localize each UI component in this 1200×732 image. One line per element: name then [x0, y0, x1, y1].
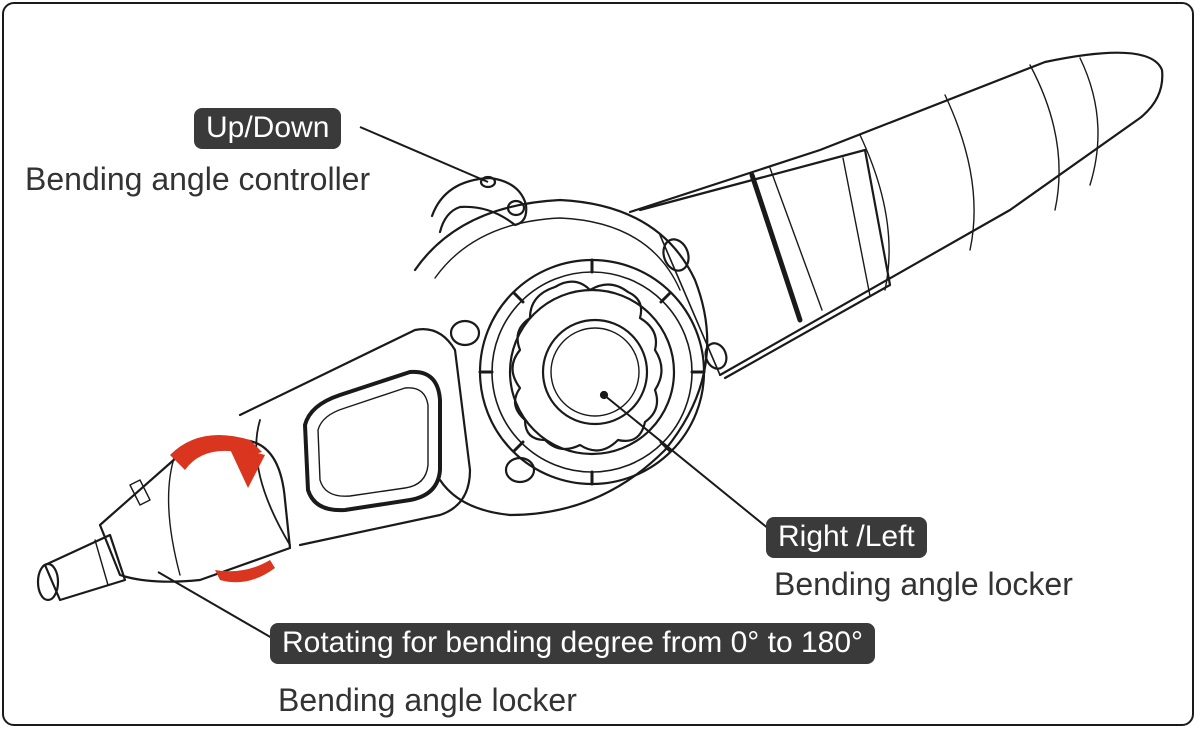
main-body — [413, 198, 709, 517]
rightleft-caption: Bending angle locker — [774, 566, 1073, 602]
sleeve — [638, 148, 892, 380]
rotating-caption: Bending angle locker — [278, 682, 577, 718]
rotation-arrow-icon — [170, 435, 275, 583]
grip-neck — [238, 328, 472, 547]
rotating-leader — [157, 571, 273, 639]
updown-knob — [430, 176, 528, 234]
updown-leader — [359, 126, 489, 183]
grip-window — [303, 369, 442, 513]
updown-caption: Bending angle controller — [25, 161, 371, 197]
updown-badge: Up/Down — [194, 108, 342, 149]
rightleft-leader — [603, 394, 781, 539]
nozzle — [43, 533, 127, 602]
rightleft-cog — [511, 280, 663, 452]
rotating-badge: Rotating for bending degree from 0° to 1… — [270, 623, 876, 664]
rightleft-badge: Right /Left — [766, 517, 927, 558]
tail-boot — [628, 51, 1164, 377]
rotating-collar — [98, 438, 292, 583]
